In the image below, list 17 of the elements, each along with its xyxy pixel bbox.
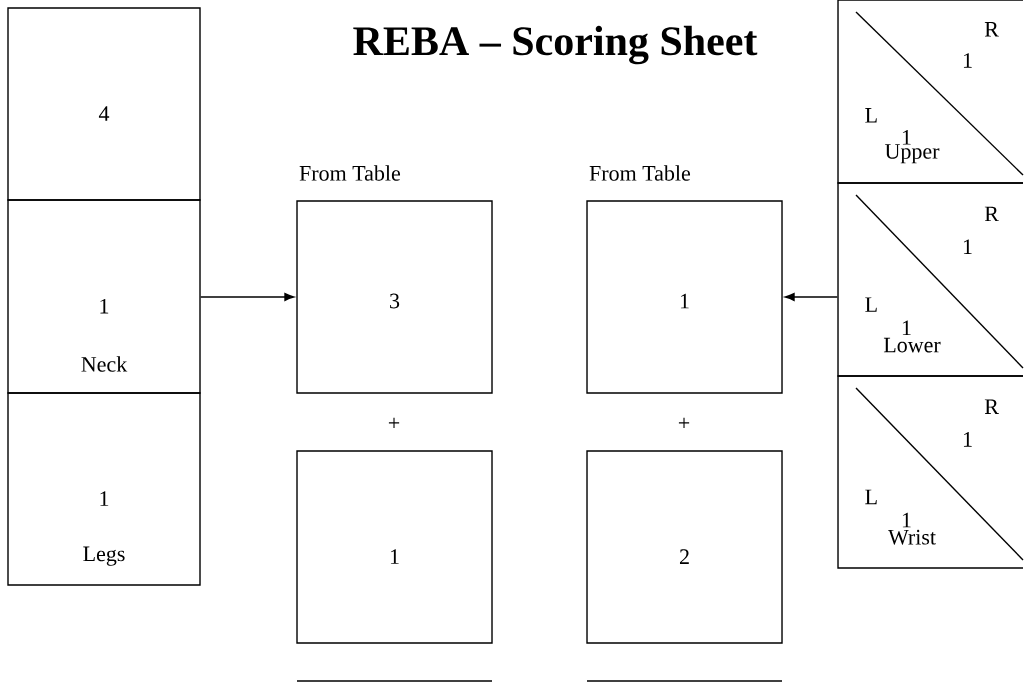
score-box: 1 [296,450,493,644]
plus-sign: + [678,417,690,429]
title: REBA – Scoring Sheet [353,25,758,65]
score-cell: R 1 L 1 Wrist [837,375,1024,569]
node-label: From Table [589,165,691,181]
score-cell: R 1 L 1 Upper [837,0,1024,184]
score-box: From Table 3 [296,165,493,394]
score-box: From Table 1 [586,165,783,394]
node-label: From Table [299,165,401,181]
score-cell: R 1 L 1 Lower [837,182,1024,377]
score-box: 1 Legs [7,392,201,586]
score-box: 1 Neck [7,199,201,394]
plus-sign: + [388,417,400,429]
score-box: 2 [586,450,783,644]
arrow [784,293,838,301]
score-box: 4 [7,7,201,201]
arrow [200,293,295,301]
